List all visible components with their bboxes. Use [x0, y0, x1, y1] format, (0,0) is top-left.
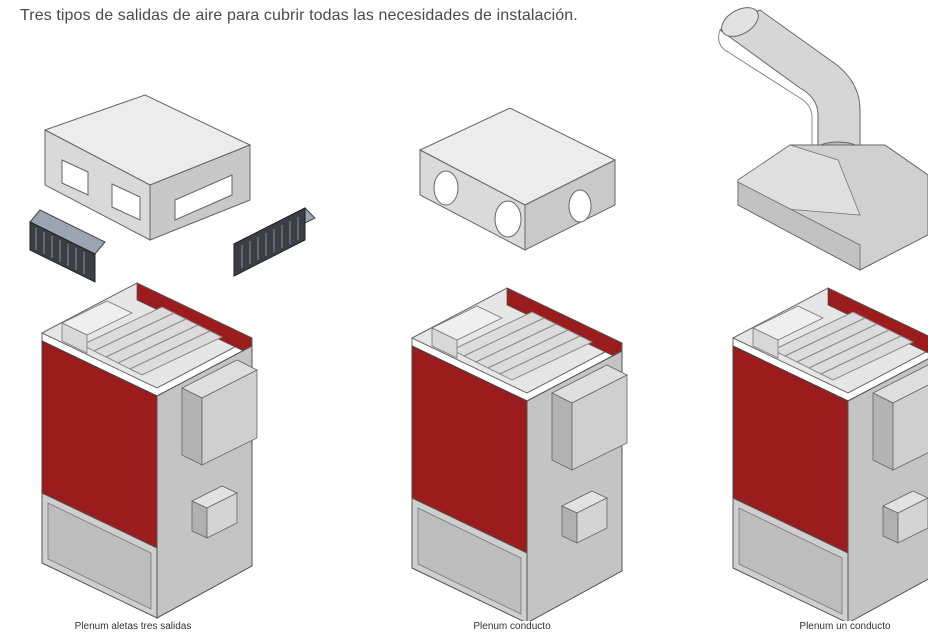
plenum-three-outlets-illustration [29, 94, 316, 619]
grille-right [233, 207, 316, 277]
caption-three-outlets: Plenum aletas tres salidas [74, 621, 192, 632]
intro-text: Tres tipos de salidas de aire para cubri… [20, 7, 578, 24]
plenum-duct-illustration [411, 107, 628, 621]
plenum-single-duct-illustration [718, 7, 928, 621]
grille-left [29, 209, 106, 283]
plenum-illustrations [29, 7, 928, 621]
caption-single-duct: Plenum un conducto [799, 621, 891, 632]
caption-duct: Plenum conducto [473, 621, 551, 632]
